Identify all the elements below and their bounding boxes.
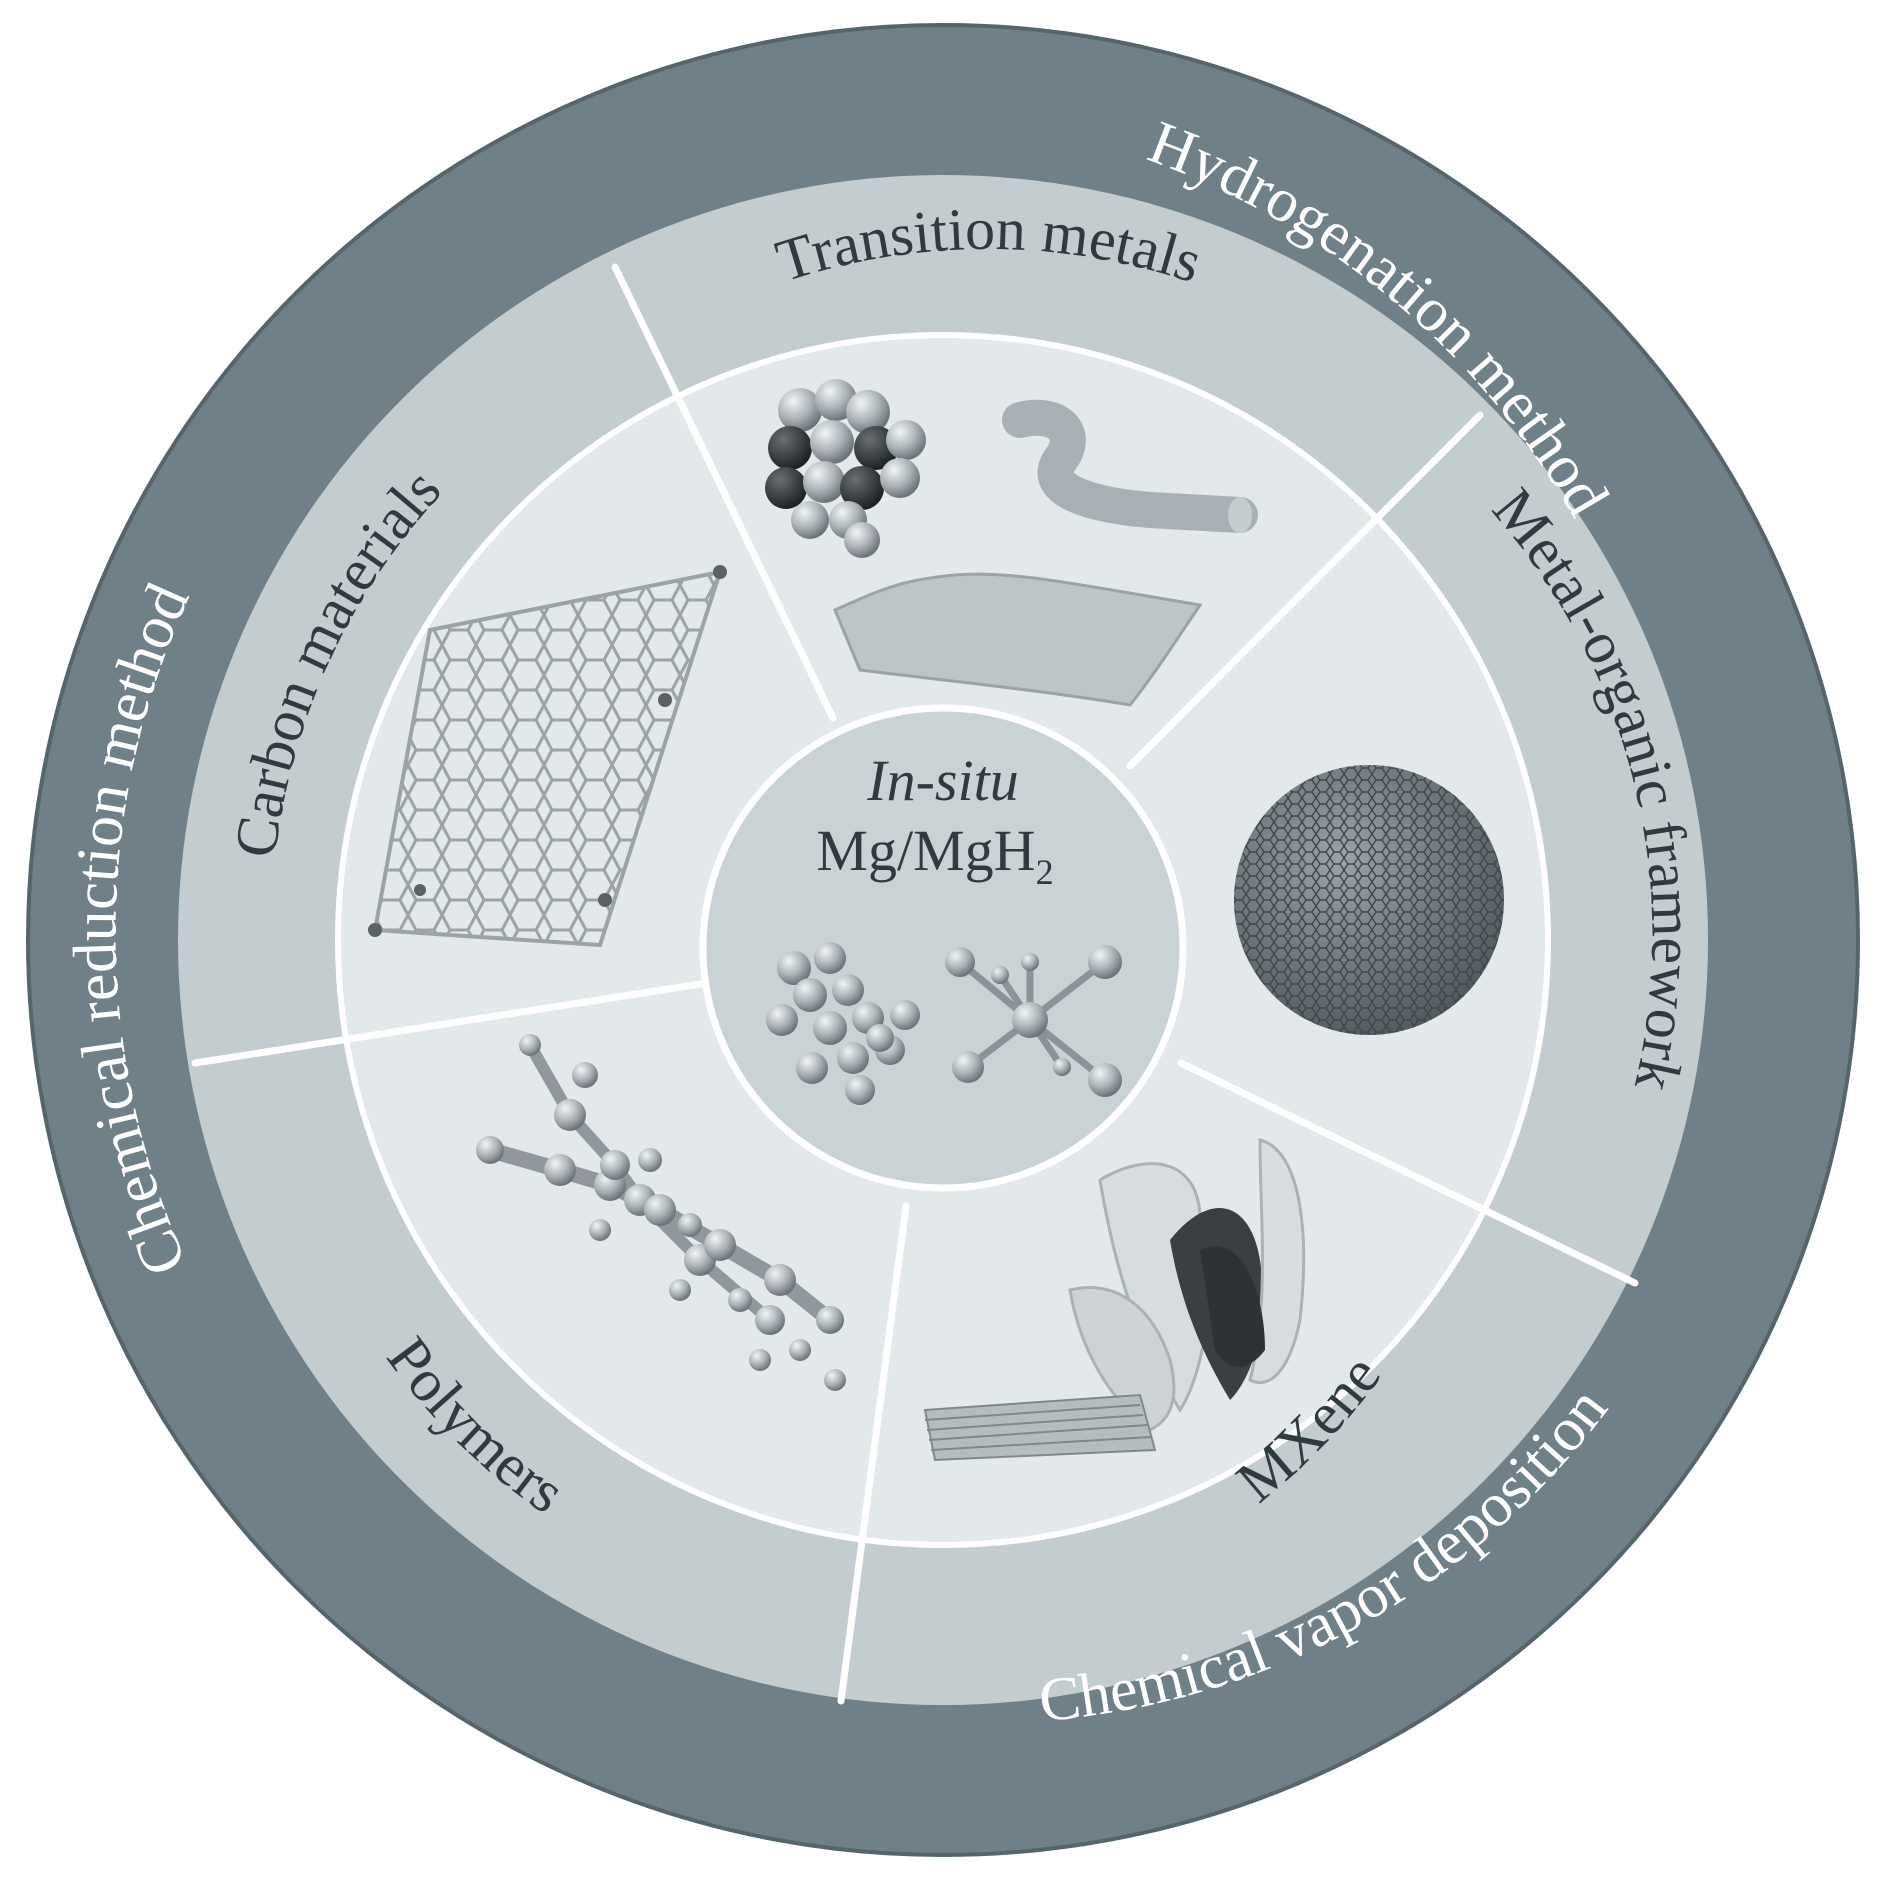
separator-left [191,979,711,1067]
inner-circle-outline [335,332,1551,1548]
center-molecule-icon [945,945,1122,1097]
formula-base: Mg/MgH [816,818,1035,883]
center-particles-icon [766,942,920,1105]
nanowire-end-cap [1228,497,1252,533]
outer-ring-edge [26,23,1860,1857]
separator-bottom [837,1202,910,1705]
mxene-layer-stack-icon [923,1393,1157,1462]
transition-metals-sheet-icon [833,572,1203,707]
separator-top-left [611,263,837,722]
polymer-chain-icon [476,1034,846,1391]
formula-subscript: 2 [1036,852,1054,892]
mof-sphere-icon [1234,765,1504,1035]
transition-metals-nanowire-icon [1002,399,1258,533]
sector-separators [191,263,1639,1705]
mxene-flakes-icon [1068,1138,1306,1432]
carbon-graphene-sheet-icon [368,565,727,948]
center-title-formula: Mg/MgH2 [816,818,1053,892]
transition-metals-cluster-icon [765,379,926,558]
separator-right [1177,1059,1639,1287]
separator-top-right [1126,411,1484,770]
center-title-insitu: In-situ [866,748,1018,813]
